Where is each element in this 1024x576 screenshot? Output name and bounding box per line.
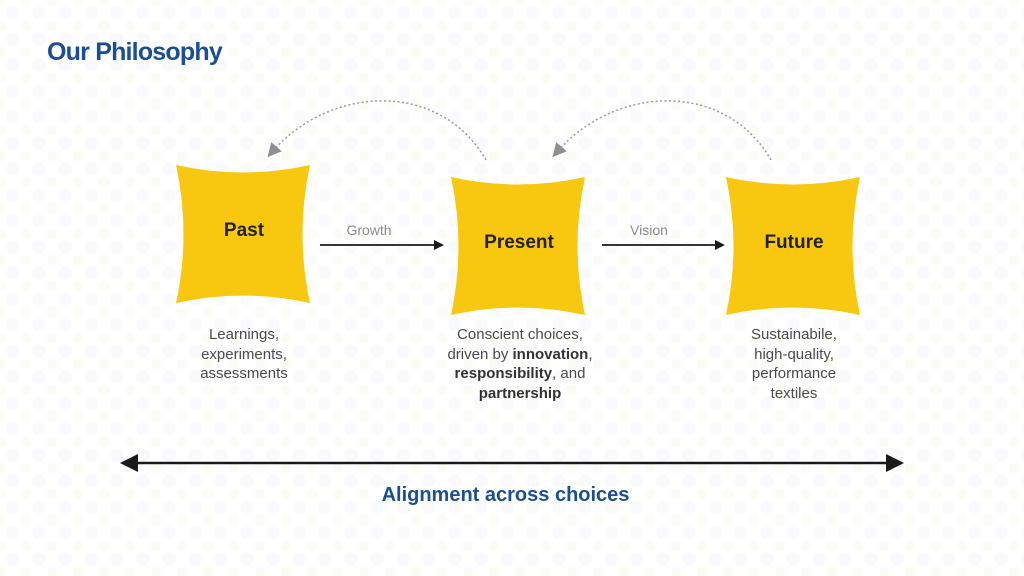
desc-line: Conscient choices, bbox=[457, 326, 583, 343]
desc-line: assessments bbox=[200, 365, 288, 382]
desc-line: partnership bbox=[425, 384, 615, 404]
feedback-arrow-present-to-past bbox=[267, 100, 487, 161]
node-future-description: Sustainabile, high-quality, performance … bbox=[694, 325, 894, 403]
feedback-arrow-future-to-present bbox=[552, 100, 772, 161]
node-future-label: Future bbox=[764, 232, 824, 253]
node-past-shape bbox=[176, 165, 310, 303]
desc-text: driven by bbox=[447, 345, 513, 363]
node-present-shape bbox=[451, 177, 585, 315]
edge-vision-label: Vision bbox=[630, 222, 668, 238]
desc-line: Learnings, bbox=[208, 326, 280, 343]
desc-line: high-quality, bbox=[754, 345, 834, 363]
node-past-description: Learnings, experiments, assessments bbox=[144, 325, 344, 384]
page-title: Our Philosophy bbox=[47, 38, 223, 66]
desc-line: driven by innovation, bbox=[425, 345, 615, 365]
node-present-label: Present bbox=[484, 232, 554, 253]
node-future-shape bbox=[726, 177, 860, 315]
node-present-description: Conscient choices, driven by innovation,… bbox=[425, 325, 615, 403]
node-past-label: Past bbox=[223, 220, 265, 241]
desc-line: performance bbox=[751, 365, 837, 382]
desc-emphasis-partnership: partnership bbox=[478, 384, 562, 402]
desc-line: experiments, bbox=[201, 345, 287, 363]
desc-emphasis-responsibility: responsibility bbox=[454, 365, 553, 382]
desc-text: , bbox=[588, 345, 593, 363]
desc-line: textiles bbox=[770, 384, 818, 402]
desc-emphasis-innovation: innovation bbox=[512, 345, 589, 363]
edge-growth-label: Growth bbox=[346, 222, 392, 238]
desc-line: Sustainabile, bbox=[751, 326, 837, 343]
desc-line: responsibility, and bbox=[425, 364, 615, 384]
alignment-caption: Alignment across choices bbox=[381, 484, 630, 506]
desc-text: , and bbox=[552, 365, 586, 382]
